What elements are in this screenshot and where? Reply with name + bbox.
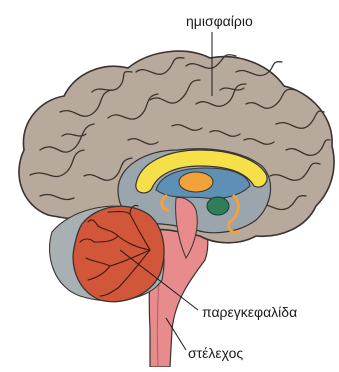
thalamus (179, 172, 213, 192)
hypothalamus (207, 197, 229, 215)
brainstem-label: στέλεχος (188, 346, 243, 360)
cerebellum-label: παρεγκεφαλίδα (202, 305, 297, 319)
hemisphere-label: ημισφαίριο (186, 14, 253, 28)
